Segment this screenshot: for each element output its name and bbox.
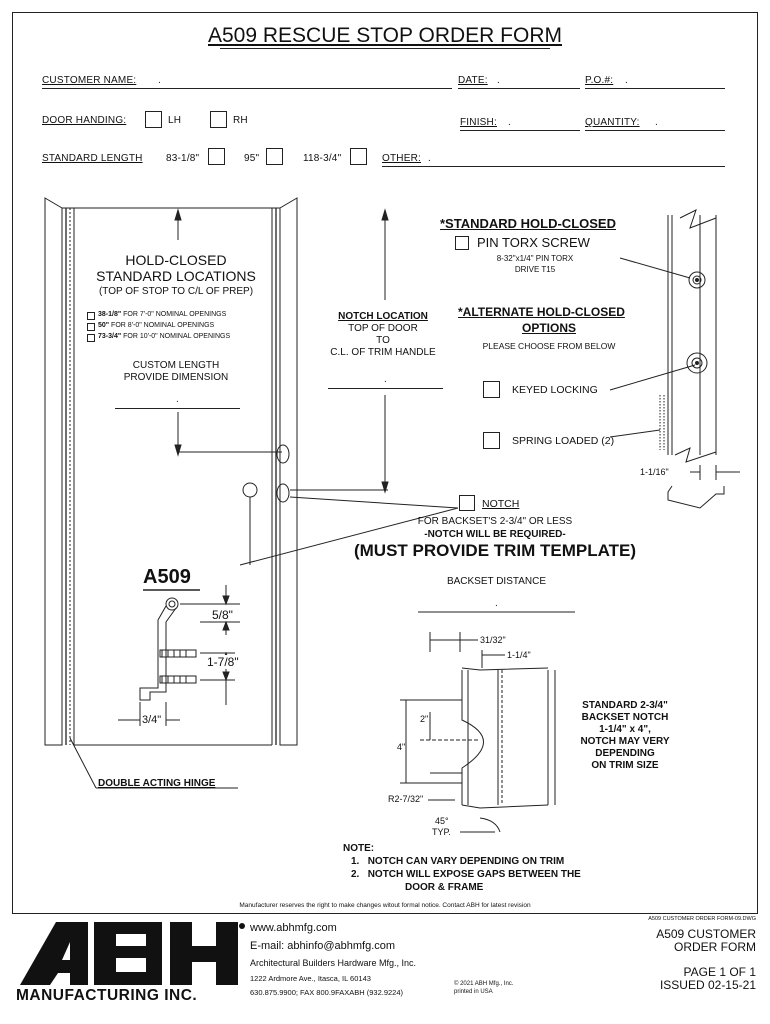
length-95-checkbox[interactable] bbox=[266, 148, 283, 165]
rh-checkbox[interactable] bbox=[210, 111, 227, 128]
opt-38-label: 38-1/8" FOR 7'-0" NOMINAL OPENINGS bbox=[98, 311, 227, 318]
double-acting-hinge-label: DOUBLE ACTING HINGE bbox=[98, 778, 216, 789]
standard-notch-note: STANDARD 2-3/4" BACKSET NOTCH 1-1/4" x 4… bbox=[580, 700, 670, 771]
notch-checkbox[interactable] bbox=[459, 495, 475, 511]
hold-closed-sub: (TOP OF STOP TO C/L OF PREP) bbox=[98, 286, 254, 297]
part-number-a509: A509 bbox=[143, 566, 191, 588]
length-118-label: 118-3/4" bbox=[303, 153, 342, 164]
dim-4: 4" bbox=[397, 742, 406, 752]
custom-length-label: CUSTOM LENGTH PROVIDE DIMENSION bbox=[123, 360, 229, 383]
email-link[interactable]: E-mail: abhinfo@abhmfg.com bbox=[250, 940, 396, 952]
alternate-hold-closed-title: *ALTERNATE HOLD-CLOSED bbox=[458, 305, 625, 319]
lh-label: LH bbox=[168, 115, 182, 126]
custom-length-field[interactable]: . bbox=[176, 394, 179, 405]
must-provide-template: (MUST PROVIDE TRIM TEMPLATE) bbox=[353, 541, 637, 560]
company-phone: 630.875.9900; FAX 800.9FAXABH (932.9224) bbox=[250, 988, 404, 997]
finish-label: FINISH: bbox=[460, 117, 497, 128]
form-title: A509 RESCUE STOP ORDER FORM bbox=[208, 24, 562, 47]
drawing-reference: A509 CUSTOMER ORDER FORM-09.DWG bbox=[648, 916, 756, 922]
opt-73-label: 73-3/4" FOR 10'-0" NOMINAL OPENINGS bbox=[98, 333, 231, 340]
dim-radius: R2-7/32" bbox=[388, 794, 424, 804]
dim-typ: TYP. bbox=[432, 827, 451, 837]
dim-1-1-4: 1-1/4" bbox=[507, 650, 531, 660]
customer-name-label: CUSTOMER NAME: bbox=[42, 75, 137, 86]
notch-location-label: NOTCH LOCATION TOP OF DOOR TO C.L. OF TR… bbox=[330, 311, 436, 358]
length-95-label: 95" bbox=[244, 153, 260, 164]
dim-31-32: 31/32" bbox=[480, 635, 506, 645]
company-name: Architectural Builders Hardware Mfg., In… bbox=[250, 958, 417, 968]
company-address: 1222 Ardmore Ave., Itasca, IL 60143 bbox=[250, 974, 371, 983]
other-field[interactable]: . bbox=[428, 153, 431, 164]
customer-name-field[interactable]: . bbox=[158, 75, 161, 86]
pin-torx-spec: 8-32"x1/4" PIN TORX DRIVE T15 bbox=[496, 254, 574, 274]
website-link[interactable]: www.abhmfg.com bbox=[250, 922, 337, 934]
form-frame bbox=[12, 12, 758, 914]
dim-2: 2" bbox=[420, 714, 429, 724]
po-label: P.O.#: bbox=[585, 75, 614, 86]
copyright: © 2021 ABH Mfg., Inc. printed in USA bbox=[454, 981, 514, 995]
notch-location-field[interactable]: . bbox=[384, 374, 387, 385]
length-118-checkbox[interactable] bbox=[350, 148, 367, 165]
finish-field[interactable]: . bbox=[508, 117, 511, 128]
page-info: PAGE 1 OF 1 ISSUED 02-15-21 bbox=[659, 965, 756, 992]
opt-50-label: 50" FOR 8'-0" NOMINAL OPENINGS bbox=[98, 322, 215, 329]
lh-checkbox[interactable] bbox=[145, 111, 162, 128]
dim-1-1-16: 1-1/16" bbox=[640, 467, 669, 477]
spring-loaded-label: SPRING LOADED (2) bbox=[512, 435, 615, 447]
other-label: OTHER: bbox=[382, 153, 421, 164]
po-field[interactable]: . bbox=[625, 75, 628, 86]
pin-torx-label: PIN TORX SCREW bbox=[477, 235, 590, 250]
spring-loaded-checkbox[interactable] bbox=[483, 432, 500, 449]
door-handing-label: DOOR HANDING: bbox=[42, 115, 127, 126]
dim-5-8: 5/8" bbox=[212, 608, 233, 622]
opt-50-checkbox[interactable] bbox=[87, 323, 95, 331]
form-name: A509 CUSTOMER ORDER FORM bbox=[656, 927, 756, 954]
keyed-locking-checkbox[interactable] bbox=[483, 381, 500, 398]
backset-distance-field[interactable]: . bbox=[495, 598, 498, 609]
logo-subtitle: MANUFACTURING INC. bbox=[16, 987, 198, 1004]
alternate-options-label: OPTIONS bbox=[521, 321, 576, 335]
dim-3-4: 3/4" bbox=[142, 714, 162, 726]
date-field[interactable]: . bbox=[497, 75, 500, 86]
disclaimer: Manufacturer reserves the right to make … bbox=[239, 902, 531, 909]
length-83-checkbox[interactable] bbox=[208, 148, 225, 165]
pin-torx-checkbox[interactable] bbox=[455, 236, 469, 250]
notch-required: -NOTCH WILL BE REQUIRED- bbox=[424, 529, 566, 540]
dim-1-7-8: 1-7/8" bbox=[207, 655, 239, 669]
title-underline bbox=[220, 48, 550, 49]
hold-closed-heading: HOLD-CLOSED STANDARD LOCATIONS bbox=[96, 252, 256, 284]
alternate-choose-label: PLEASE CHOOSE FROM BELOW bbox=[482, 341, 616, 351]
quantity-label: QUANTITY: bbox=[585, 117, 640, 128]
quantity-field[interactable]: . bbox=[655, 117, 658, 128]
backset-note: FOR BACKSET'S 2-3/4" OR LESS bbox=[417, 516, 573, 527]
standard-hold-closed-title: *STANDARD HOLD-CLOSED bbox=[440, 216, 616, 231]
opt-38-checkbox[interactable] bbox=[87, 312, 95, 320]
length-83-label: 83-1/8" bbox=[166, 153, 200, 164]
date-label: DATE: bbox=[458, 75, 488, 86]
opt-73-checkbox[interactable] bbox=[87, 334, 95, 342]
standard-length-label: STANDARD LENGTH bbox=[42, 153, 143, 164]
dim-45: 45° bbox=[435, 816, 449, 826]
notes-block: NOTE: 1. NOTCH CAN VARY DEPENDING ON TRI… bbox=[343, 843, 581, 893]
rh-label: RH bbox=[233, 115, 248, 126]
notch-label: NOTCH bbox=[482, 498, 520, 510]
backset-distance-label: BACKSET DISTANCE bbox=[446, 576, 547, 587]
keyed-locking-label: KEYED LOCKING bbox=[512, 384, 598, 396]
